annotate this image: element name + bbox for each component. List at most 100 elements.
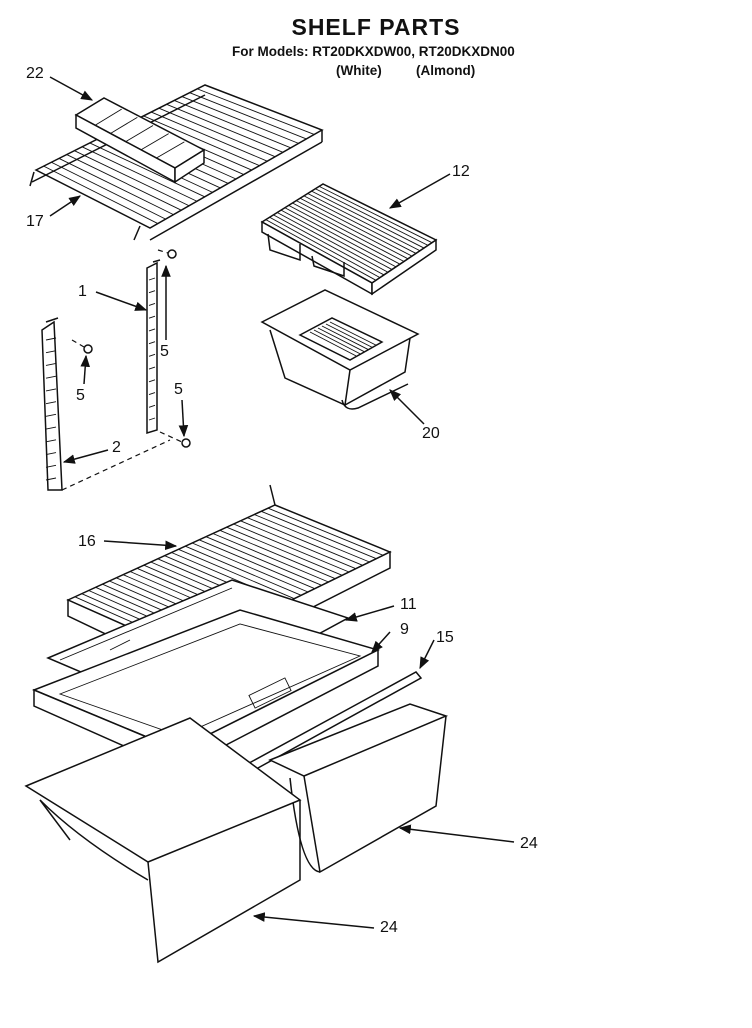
callout-9: 9 [400,621,409,638]
ladder-slot [148,341,156,345]
shelf-rod [178,548,295,600]
ladder-slot [148,277,156,281]
screws-5 [61,249,191,491]
ladder-slot [45,464,57,468]
diagram-title: SHELF PARTS [291,14,461,40]
ice-tray-22 [74,97,206,184]
shelf-rod [166,103,284,153]
shelf-rod [174,100,291,149]
shelf-rod [197,88,315,135]
cover-slat [280,209,393,270]
shelf-rod [89,142,205,198]
shelf-rod [81,146,198,202]
shelf-rod [205,536,322,586]
callout-24-lower: 24 [380,919,398,936]
pan-rib [313,329,361,355]
cover-slat [303,195,417,254]
callout-5-upper: 5 [160,343,169,360]
ladder-slot [148,404,156,408]
cover-slat [292,202,405,262]
shelf-rod [151,111,268,162]
models-line: For Models: RT20DKXDW00, RT20DKXDN00 [232,44,515,59]
callout-labels: 22 17 12 1 5 5 5 2 20 16 11 9 15 24 24 [26,65,538,936]
shelf-rod [51,161,166,220]
shelf-rod [43,165,159,224]
cover-slat [311,190,425,249]
shelf-rod [261,510,377,560]
callout-12: 12 [452,163,470,180]
cover-slat [288,204,401,265]
cover-slat [273,214,385,276]
crisper-drawer-24-rear [268,703,449,874]
shelf-rod [189,92,307,140]
ladder-slot [148,392,156,395]
shelf-rod [240,520,357,570]
cover-slat [269,216,381,279]
ladder-slot [45,401,57,405]
ladder-slot [45,375,57,379]
ladder-slot [148,290,156,294]
cover-slat [307,193,421,252]
shelf-ladder-2 [41,317,63,491]
ladder-slot [45,337,57,341]
shelf-rod [181,96,299,144]
pan-rib [309,331,357,357]
shelf-rod [143,115,260,167]
callout-1: 1 [78,283,87,300]
callout-16: 16 [78,533,96,550]
tray-divider [156,141,185,159]
cover-slat [299,197,413,257]
crisper-drawer-24-front [24,717,302,964]
callout-17: 17 [26,213,44,230]
ladder-slot [148,379,156,383]
ladder-slot [45,388,57,392]
pan-rib [329,321,377,346]
cover-slat [284,207,397,268]
callout-lines [49,76,515,929]
shelf-rod [254,514,370,563]
tray-divider [95,108,122,126]
callout-15: 15 [436,629,454,646]
shelf-rod [158,107,276,158]
shelf-rod [219,529,336,580]
ladder-slot [45,439,57,443]
cover-slat [277,212,389,273]
callout-24-right: 24 [520,835,538,852]
callout-2: 2 [112,439,121,456]
ladder-slot [148,353,156,357]
cover-slat [315,188,429,246]
pan-rib [325,323,373,348]
cover-slat [296,200,409,260]
pan-rib [321,325,369,350]
shelf-rod [74,150,190,207]
callout-5-lower: 5 [174,381,183,398]
callout-20: 20 [422,425,440,442]
ladder-slot [148,315,156,319]
ladder-slot [45,452,57,455]
shelf-rod [66,154,182,211]
color-almond-label: (Almond) [416,63,476,78]
callout-5-left: 5 [76,387,85,404]
shelf-rod [233,523,350,573]
ladder-slot [45,363,57,366]
tray-divider [110,116,138,134]
tray-divider [125,125,154,142]
pan-rib [317,327,365,352]
shelf-rod [247,517,363,566]
shelf-rod [267,507,384,556]
shelf-rod [198,539,316,590]
color-white-label: (White) [336,63,382,78]
shelf-rod [226,526,343,576]
shelf-rod [192,542,309,593]
ladder-slot [148,328,156,332]
callout-22: 22 [26,65,44,82]
ladder-slot [148,366,156,370]
ladder-slot [45,477,57,481]
cover-slat [265,219,377,281]
shelf-rod [185,545,302,596]
pan-cover-12 [260,183,438,296]
callout-11: 11 [400,596,417,613]
tray-divider [141,133,169,151]
